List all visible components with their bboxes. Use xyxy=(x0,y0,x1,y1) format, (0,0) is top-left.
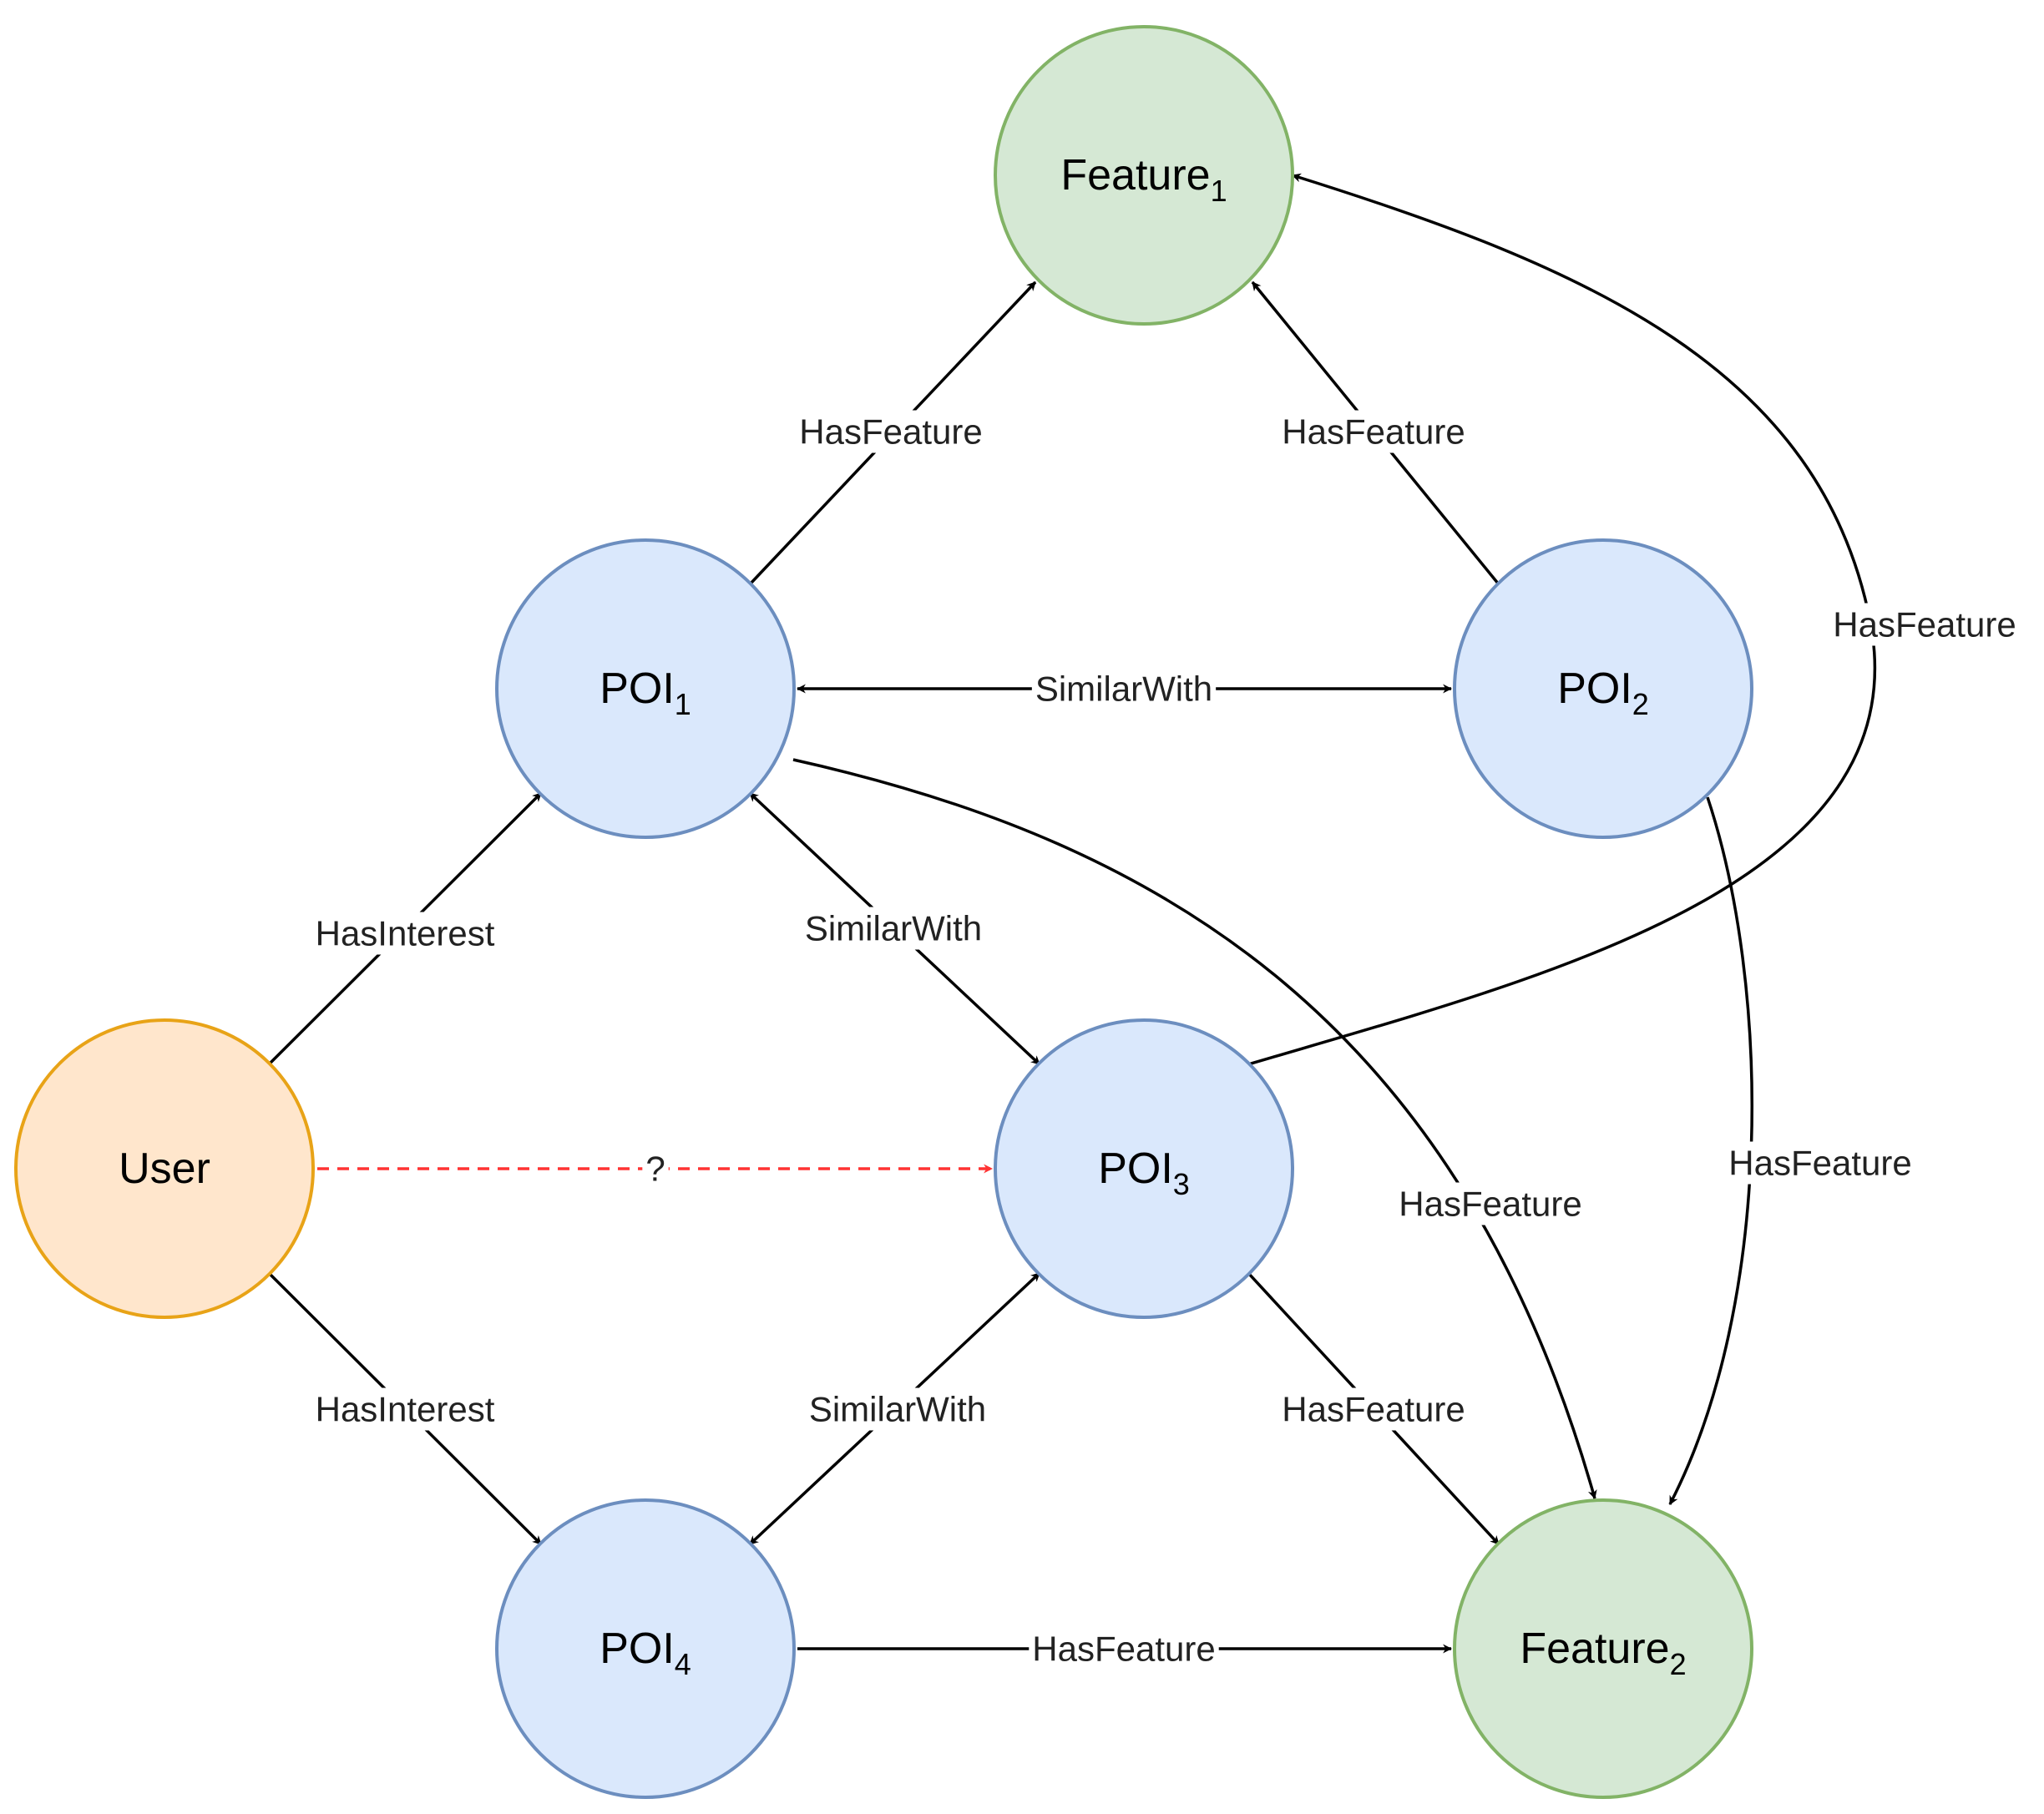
node-label-base: POI xyxy=(1557,664,1632,713)
node-circle xyxy=(14,1018,315,1319)
edge-label-background xyxy=(1278,410,1469,453)
node-label: POI3 xyxy=(1098,1144,1190,1201)
edge-label-text: SimilarWith xyxy=(1035,670,1212,709)
node-feature2: Feature2 xyxy=(1453,1498,1753,1799)
edge-label-poi3-feature1: HasFeature xyxy=(1829,603,2020,646)
edge-label-user-poi1: HasInterest xyxy=(311,912,498,955)
node-label-subscript: 2 xyxy=(1670,1647,1687,1681)
edge-label-text: HasFeature xyxy=(1032,1630,1215,1669)
node-circle xyxy=(994,25,1294,326)
edge-label-text: HasFeature xyxy=(1282,412,1465,452)
edge-label-poi1-poi3: SimilarWith xyxy=(801,907,986,950)
edge-label-background xyxy=(1031,667,1217,710)
node-label: POI1 xyxy=(600,664,691,721)
node-label: POI4 xyxy=(600,1625,691,1681)
node-label-base: POI xyxy=(600,1625,675,1673)
edge-label-background xyxy=(796,410,986,453)
node-label-base: POI xyxy=(600,664,675,713)
edge-label-text: HasFeature xyxy=(1833,605,2016,644)
node-circle xyxy=(1453,1498,1753,1799)
edge-label-text: HasFeature xyxy=(799,412,982,452)
edge-label-background xyxy=(1829,603,2020,646)
node-poi3: POI3 xyxy=(994,1018,1294,1319)
edge-label-poi1-feature2: HasFeature xyxy=(1395,1182,1586,1225)
node-circle xyxy=(495,538,796,839)
node-label-subscript: 4 xyxy=(675,1647,691,1681)
node-label-subscript: 1 xyxy=(1211,174,1227,208)
edge-label-poi1-feature1: HasFeature xyxy=(796,410,986,453)
node-poi1: POI1 xyxy=(495,538,796,839)
edge-label-poi3-feature2: HasFeature xyxy=(1278,1387,1469,1431)
node-label: POI2 xyxy=(1557,664,1649,721)
edge-label-background xyxy=(1278,1387,1469,1431)
edge-label-poi2-feature1: HasFeature xyxy=(1278,410,1469,453)
edge-label-text: ? xyxy=(645,1150,665,1189)
edge-label-background xyxy=(1029,1627,1219,1670)
edge-label-background xyxy=(311,1387,498,1431)
edge-label-text: HasInterest xyxy=(316,914,495,953)
node-poi4: POI4 xyxy=(495,1498,796,1799)
edge-label-background xyxy=(1725,1141,1915,1185)
node-label: Feature2 xyxy=(1520,1625,1686,1681)
edge-label-user-poi4: HasInterest xyxy=(311,1387,498,1431)
edge-label-poi1-poi2: SimilarWith xyxy=(1031,667,1217,710)
node-label-base: Feature xyxy=(1520,1625,1669,1673)
edge-label-poi2-feature2: HasFeature xyxy=(1725,1141,1915,1185)
edge-label-background xyxy=(801,907,986,950)
node-circle xyxy=(994,1018,1294,1319)
node-poi2: POI2 xyxy=(1453,538,1753,839)
edge-label-text: HasFeature xyxy=(1728,1144,1911,1183)
node-circle xyxy=(1453,538,1753,839)
node-feature1: Feature1 xyxy=(994,25,1294,326)
node-label-base: User xyxy=(119,1144,210,1193)
edge-label-background xyxy=(311,912,498,955)
node-label: Feature1 xyxy=(1060,151,1227,208)
node-user: User xyxy=(14,1018,315,1319)
edge-poi1-feature2 xyxy=(792,758,1597,1500)
node-circle xyxy=(495,1498,796,1799)
edge-label-text: SimilarWith xyxy=(805,909,982,948)
node-label-base: Feature xyxy=(1060,151,1210,200)
edge-label-text: HasFeature xyxy=(1399,1185,1581,1224)
node-label-subscript: 2 xyxy=(1632,687,1649,721)
edge-label-text: HasInterest xyxy=(316,1390,495,1429)
edge-label-text: SimilarWith xyxy=(809,1390,986,1429)
edge-label-poi4-feature2: HasFeature xyxy=(1029,1627,1219,1670)
node-label-subscript: 3 xyxy=(1173,1167,1190,1201)
node-label-base: POI xyxy=(1098,1144,1173,1193)
node-label-subscript: 1 xyxy=(675,687,691,721)
edge-label-user-poi3: ? xyxy=(642,1147,669,1190)
edge-label-poi3-poi4: SimilarWith xyxy=(805,1387,990,1431)
edge-label-background xyxy=(642,1147,669,1190)
node-label: User xyxy=(119,1144,210,1193)
edge-label-background xyxy=(1395,1182,1586,1225)
edge-label-background xyxy=(805,1387,990,1431)
edge-label-text: HasFeature xyxy=(1282,1390,1465,1429)
